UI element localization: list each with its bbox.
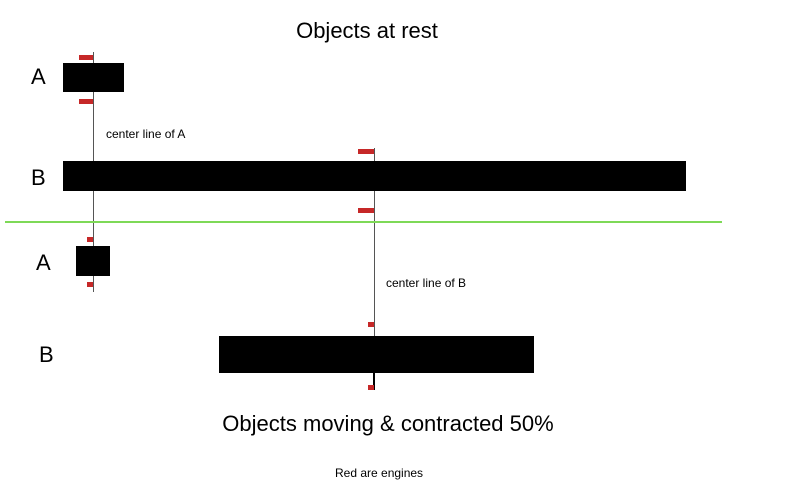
label-b-moving: B bbox=[39, 342, 54, 367]
object-b-rest bbox=[63, 161, 686, 191]
center-line-b-label: center line of B bbox=[386, 276, 467, 290]
engine-b-bottom-rest bbox=[358, 208, 374, 213]
engine-a-top-rest bbox=[79, 55, 93, 60]
engine-a-bottom-moving bbox=[87, 282, 93, 287]
center-line-b-tail bbox=[373, 373, 375, 390]
label-a-rest: A bbox=[31, 64, 46, 89]
label-b-rest: B bbox=[31, 165, 46, 190]
center-line-b bbox=[374, 148, 375, 390]
engine-b-top-moving bbox=[368, 322, 374, 327]
engine-b-top-rest bbox=[358, 149, 374, 154]
divider-line bbox=[5, 221, 722, 223]
object-a-moving bbox=[76, 246, 110, 276]
label-a-moving: A bbox=[36, 250, 51, 275]
title-at-rest: Objects at rest bbox=[296, 18, 438, 43]
footnote: Red are engines bbox=[335, 466, 424, 480]
engine-b-bottom-moving bbox=[368, 385, 374, 390]
object-a-rest bbox=[63, 63, 124, 92]
center-line-a-label: center line of A bbox=[106, 127, 186, 141]
engine-a-top-moving bbox=[87, 237, 93, 242]
title-moving: Objects moving & contracted 50% bbox=[222, 411, 554, 436]
engine-a-bottom-rest bbox=[79, 99, 93, 104]
object-b-moving bbox=[219, 336, 534, 373]
